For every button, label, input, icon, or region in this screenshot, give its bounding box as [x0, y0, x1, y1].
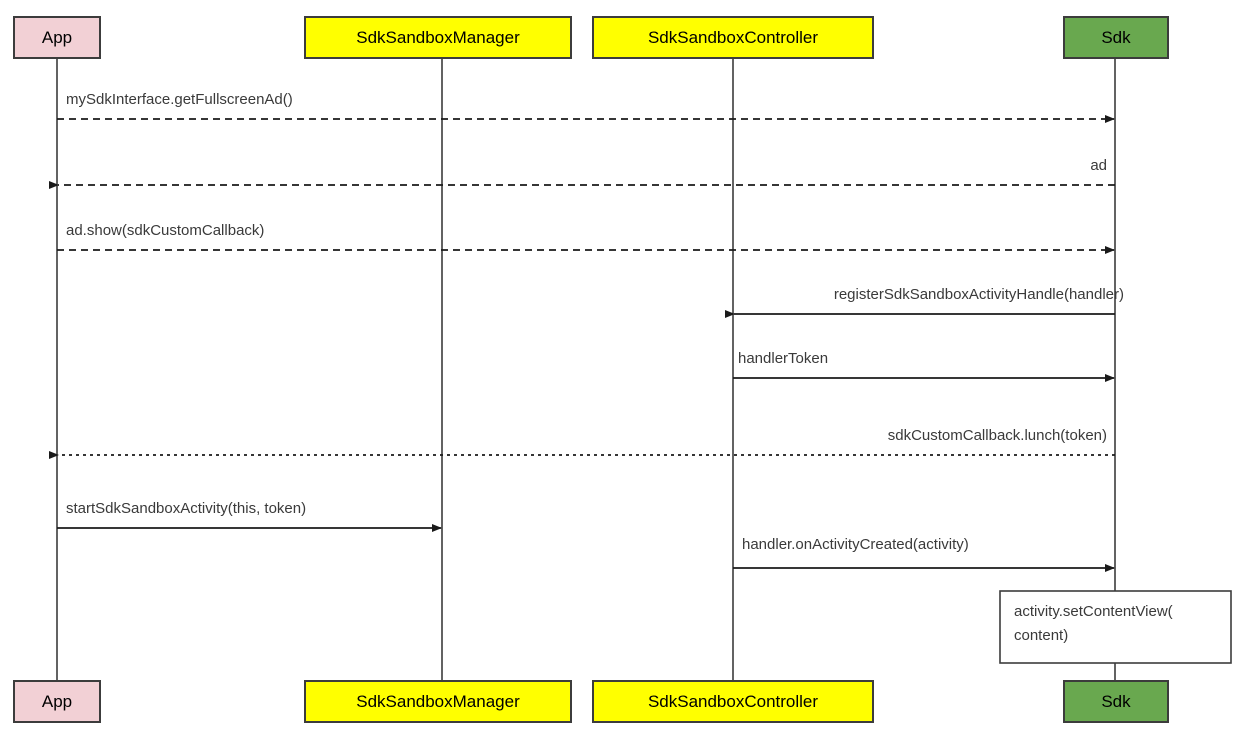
message-3-sdk-to-controller[interactable]: registerSdkSandboxActivityHandle(handler…	[725, 286, 1124, 318]
participant-label-manager: SdkSandboxManager	[356, 692, 520, 711]
participant-label-sdk: Sdk	[1101, 28, 1131, 47]
message-label-2: ad.show(sdkCustomCallback)	[66, 222, 264, 239]
participant-box-app[interactable]	[13, 680, 101, 723]
participant-manager-head[interactable]: SdkSandboxManager	[304, 16, 572, 59]
message-label-1: ad	[1090, 157, 1107, 174]
message-label-3: registerSdkSandboxActivityHandle(handler…	[834, 286, 1124, 303]
messages-group: mySdkInterface.getFullscreenAd() ad ad.sho…	[49, 91, 1124, 572]
message-6-app-to-manager[interactable]: startSdkSandboxActivity(this, token)	[57, 500, 442, 532]
message-0-app-to-sdk[interactable]: mySdkInterface.getFullscreenAd()	[57, 91, 1115, 123]
message-label-7: handler.onActivityCreated(activity)	[742, 536, 969, 553]
note-line-1: content)	[1014, 627, 1068, 644]
note-box[interactable]	[999, 590, 1232, 664]
message-5-sdk-to-app[interactable]: sdkCustomCallback.lunch(token)	[49, 427, 1115, 459]
participant-sdk-foot[interactable]: Sdk	[1063, 680, 1169, 723]
participant-boxes-group: AppAppSdkSandboxManagerSdkSandboxManager…	[13, 16, 1169, 723]
participant-manager-foot[interactable]: SdkSandboxManager	[304, 680, 572, 723]
participant-box-manager[interactable]	[304, 16, 572, 59]
note-line-0: activity.setContentView(	[1014, 603, 1173, 620]
message-7-controller-to-sdk[interactable]: handler.onActivityCreated(activity)	[733, 536, 1115, 572]
participant-box-sdk[interactable]	[1063, 16, 1169, 59]
message-label-4: handlerToken	[738, 350, 828, 367]
message-label-6: startSdkSandboxActivity(this, token)	[66, 500, 306, 517]
participant-label-app: App	[42, 692, 72, 711]
participant-box-controller[interactable]	[592, 16, 874, 59]
message-label-0: mySdkInterface.getFullscreenAd()	[66, 91, 293, 108]
note-set-content-view-note[interactable]: activity.setContentView( content)	[999, 590, 1232, 664]
participant-label-app: App	[42, 28, 72, 47]
participant-box-manager[interactable]	[304, 680, 572, 723]
participant-box-sdk[interactable]	[1063, 680, 1169, 723]
participant-app-foot[interactable]: App	[13, 680, 101, 723]
participant-label-controller: SdkSandboxController	[648, 28, 818, 47]
message-label-5: sdkCustomCallback.lunch(token)	[888, 427, 1107, 444]
participant-app-head[interactable]: App	[13, 16, 101, 59]
message-1-sdk-to-app[interactable]: ad	[49, 157, 1115, 189]
message-2-app-to-sdk[interactable]: ad.show(sdkCustomCallback)	[57, 222, 1115, 254]
participant-label-sdk: Sdk	[1101, 692, 1131, 711]
lifelines-group	[56, 58, 1116, 681]
participant-sdk-head[interactable]: Sdk	[1063, 16, 1169, 59]
participant-box-controller[interactable]	[592, 680, 874, 723]
participant-controller-foot[interactable]: SdkSandboxController	[592, 680, 874, 723]
notes-group: activity.setContentView( content)	[999, 590, 1232, 664]
participant-box-app[interactable]	[13, 16, 101, 59]
message-4-controller-to-sdk[interactable]: handlerToken	[733, 350, 1115, 382]
participant-label-controller: SdkSandboxController	[648, 692, 818, 711]
participant-label-manager: SdkSandboxManager	[356, 28, 520, 47]
participant-controller-head[interactable]: SdkSandboxController	[592, 16, 874, 59]
